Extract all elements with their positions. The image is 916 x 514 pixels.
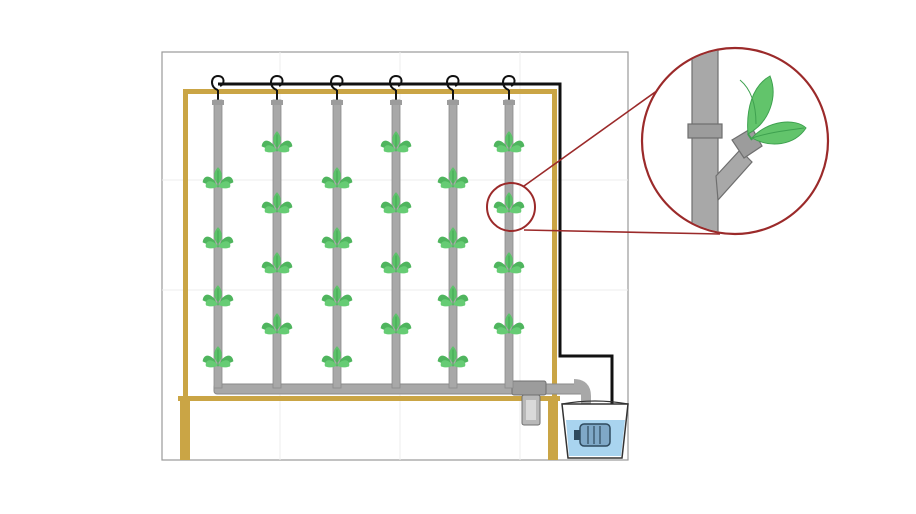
hook-icon xyxy=(446,74,460,100)
tower-4 xyxy=(380,74,412,389)
plant-icon xyxy=(321,284,353,307)
plant-icon xyxy=(261,312,293,335)
tower-1 xyxy=(202,74,234,389)
return-hose xyxy=(218,82,614,412)
plant-icon xyxy=(437,345,469,368)
vertical-towers xyxy=(202,74,525,389)
plant-icon xyxy=(380,191,412,214)
plant-icon xyxy=(747,75,774,135)
tower-cap xyxy=(331,100,343,105)
plant-icon xyxy=(202,166,234,189)
tower-cap xyxy=(447,100,459,105)
hook-icon xyxy=(389,74,403,100)
tower-2 xyxy=(261,74,293,389)
plant-icon xyxy=(380,312,412,335)
frame-left-leg xyxy=(180,400,190,460)
frame-right-post xyxy=(552,89,557,400)
plant-icon xyxy=(437,226,469,249)
wooden-frame xyxy=(178,89,560,460)
hook-icon xyxy=(502,74,516,100)
plant-icon xyxy=(437,284,469,307)
plant-icon xyxy=(202,284,234,307)
frame-top-beam xyxy=(183,89,557,94)
plant-icon xyxy=(321,166,353,189)
plant-icon xyxy=(202,226,234,249)
frame-left-post xyxy=(183,89,188,400)
hook-icon xyxy=(330,74,344,100)
tower-5 xyxy=(437,74,469,389)
hook-icon xyxy=(211,74,225,100)
plant-icon xyxy=(261,251,293,274)
plant-icon xyxy=(321,345,353,368)
plant-icon xyxy=(202,345,234,368)
plant-leaf-right xyxy=(751,121,807,145)
tower-cap xyxy=(212,100,224,105)
tower-cap xyxy=(503,100,515,105)
callout-line-bottom xyxy=(523,229,721,235)
tower-6 xyxy=(493,74,525,389)
hook-icon xyxy=(270,74,284,100)
tower-cap xyxy=(271,100,283,105)
magnifier-callout xyxy=(640,46,830,236)
frame-bottom-beam xyxy=(178,396,560,401)
tower-3 xyxy=(321,74,353,389)
diagram-border xyxy=(161,51,629,461)
reservoir-bucket xyxy=(561,400,629,459)
callout-source-circle xyxy=(486,182,536,232)
tower-cap xyxy=(390,100,402,105)
pump-icon xyxy=(574,423,611,447)
filter-icon xyxy=(511,380,547,426)
plant-icon xyxy=(321,226,353,249)
plant-icon xyxy=(261,130,293,153)
frame-right-leg xyxy=(548,400,558,460)
plant-icon xyxy=(261,191,293,214)
plant-icon xyxy=(437,166,469,189)
plant-icon xyxy=(380,130,412,153)
bottom-manifold-pipe xyxy=(213,379,591,412)
plant-icon xyxy=(380,251,412,274)
